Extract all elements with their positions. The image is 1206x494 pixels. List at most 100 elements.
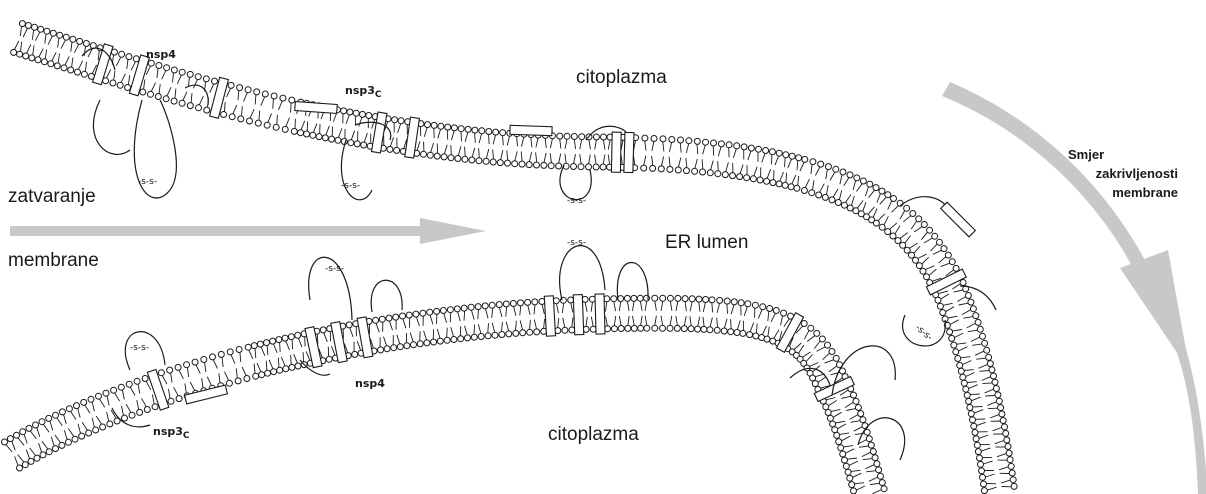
lipid-head: [979, 468, 985, 474]
lipid-tail: [159, 84, 160, 94]
lipid-head: [100, 424, 106, 430]
lipid-head: [1008, 463, 1014, 469]
lipid-head: [133, 56, 139, 62]
lipid-head: [866, 436, 872, 442]
lipid-head: [872, 455, 878, 461]
lipid-tail: [717, 318, 718, 328]
lipid-head: [981, 488, 987, 494]
lipid-head: [770, 180, 776, 186]
lipid-head: [479, 128, 485, 134]
lipid-tail: [98, 51, 99, 61]
lipid-tail: [628, 316, 629, 326]
lipid-head: [283, 366, 289, 372]
lipid-tail: [833, 189, 838, 197]
lipid-tail: [997, 454, 1006, 457]
lipid-tail: [417, 317, 420, 326]
lipid-head: [611, 326, 617, 332]
lipid-head: [465, 126, 471, 132]
lipid-tail: [464, 311, 465, 321]
lipid-tail: [37, 428, 40, 437]
lipid-tail: [384, 337, 387, 346]
lipid-tail: [840, 433, 850, 435]
lipid-head: [966, 398, 972, 404]
lipid-head: [1003, 430, 1009, 436]
lipid-tail: [866, 471, 876, 472]
lipid-tail: [39, 443, 42, 452]
lipid-tail: [900, 233, 908, 239]
lipid-tail: [267, 346, 268, 356]
lipid-head: [360, 111, 366, 117]
protein-loop-4: [560, 165, 591, 200]
lipid-tail: [970, 394, 980, 395]
lipid-head: [277, 367, 283, 373]
lipid-head: [74, 403, 80, 409]
lipid-head: [79, 433, 85, 439]
lipid-head: [982, 340, 988, 346]
lipid-tail: [852, 196, 855, 205]
lipid-tail: [959, 303, 969, 305]
lipid-head: [847, 205, 853, 211]
lipid-tail: [857, 201, 863, 209]
lipid-tail: [798, 176, 799, 186]
lipid-head: [995, 392, 1001, 398]
lipid-head: [471, 334, 477, 340]
lipid-head: [734, 330, 740, 336]
lipid-head: [802, 156, 808, 162]
lipid-tail: [810, 363, 819, 367]
lipid-tail: [191, 93, 192, 103]
lipid-head: [873, 185, 879, 191]
lipid-head: [335, 137, 341, 143]
lipid-head: [709, 297, 715, 303]
lipid-head: [259, 372, 265, 378]
lipid-tail: [326, 126, 329, 135]
lipid-tail: [82, 422, 87, 430]
lipid-tail: [151, 83, 155, 92]
lipid-tail: [964, 370, 974, 371]
lipid-head: [611, 296, 617, 302]
lipid-head: [707, 170, 713, 176]
lipid-head: [703, 297, 709, 303]
lipid-tail: [281, 357, 285, 366]
lipid-head: [348, 140, 354, 146]
lipid-tail: [645, 316, 647, 325]
lipid-head: [57, 32, 63, 38]
lipid-head: [329, 136, 335, 142]
lipid-head: [251, 343, 257, 349]
bilayer-membranes: [2, 21, 1018, 494]
lipid-head: [394, 147, 400, 153]
lipid-tail: [961, 357, 971, 358]
lipid-head: [11, 49, 17, 55]
lipid-head: [289, 364, 295, 370]
lipid-head: [282, 335, 288, 341]
lipid-tail: [183, 92, 187, 101]
lipid-head: [144, 407, 150, 413]
lipid-tail: [12, 441, 15, 450]
lipid-head: [41, 59, 47, 65]
lipid-tail: [359, 117, 362, 126]
lipid-head: [968, 299, 974, 305]
lower-tm-helix-5: [544, 296, 555, 336]
lipid-tail: [661, 301, 663, 310]
lipid-tail: [460, 326, 461, 336]
lipid-head: [641, 165, 647, 171]
lipid-head: [568, 297, 574, 303]
lipid-head: [420, 310, 426, 316]
lipid-head: [438, 123, 444, 129]
lipid-head: [669, 137, 675, 143]
lipid-tail: [851, 421, 861, 423]
lipid-head: [499, 332, 505, 338]
lipid-tail: [959, 347, 968, 351]
lipid-head: [618, 326, 624, 332]
lipid-tail: [595, 154, 597, 164]
lipid-tail: [500, 308, 502, 317]
lipid-tail: [550, 139, 552, 148]
lipid-head: [855, 405, 861, 411]
lipid-tail: [840, 175, 842, 184]
lipid-head: [827, 415, 833, 421]
lipid-head: [534, 329, 540, 335]
lipid-head: [472, 127, 478, 133]
lipid-tail: [461, 132, 462, 142]
lipid-head: [366, 113, 372, 119]
lipid-tail: [61, 40, 65, 49]
lipid-tail: [259, 111, 260, 121]
